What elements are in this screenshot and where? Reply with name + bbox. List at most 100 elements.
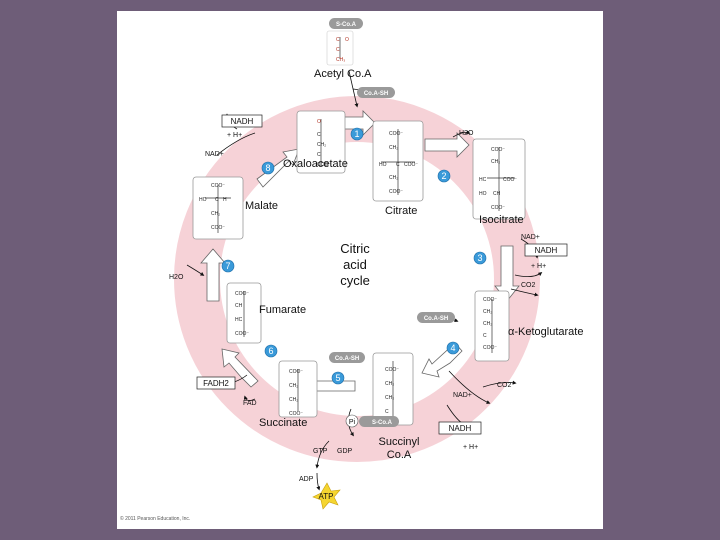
- cycle-arrow-8: [256, 148, 300, 188]
- pi-circle: [345, 414, 359, 428]
- fadh2-label: FADH2: [203, 379, 229, 388]
- svg-text:CH₂: CH₂: [389, 145, 398, 151]
- h-plus-3: + H+: [531, 263, 546, 270]
- coa-sh-label-1: Co.A-SH: [364, 91, 388, 97]
- fadh2-box: [196, 376, 236, 390]
- svg-text:C: C: [385, 409, 389, 415]
- citrate-label: Citrate: [385, 205, 417, 217]
- svg-text:COO⁻: COO⁻: [483, 345, 497, 351]
- svg-text:HC: HC: [235, 317, 243, 323]
- oxaloacetate-label: Oxaloacetate: [283, 158, 348, 170]
- step-3-label: 3: [477, 253, 482, 263]
- svg-text:CH₂: CH₂: [385, 381, 394, 387]
- svg-text:COO⁻: COO⁻: [289, 411, 303, 417]
- svg-text:O: O: [317, 119, 321, 125]
- svg-text:HO: HO: [379, 162, 387, 168]
- svg-text:COO⁻: COO⁻: [503, 177, 517, 183]
- svg-text:C: C: [336, 47, 340, 53]
- cycle-title-line1: Citric: [340, 241, 370, 256]
- svg-text:CH₂: CH₂: [317, 142, 326, 148]
- acetyl-coa-label: Acetyl Co.A: [314, 68, 372, 80]
- svg-text:CH: CH: [235, 303, 243, 309]
- svg-text:COO⁻: COO⁻: [211, 183, 225, 189]
- h-plus-8: + H+: [227, 132, 242, 139]
- copyright-notice: © 2011 Pearson Education, Inc.: [120, 516, 191, 522]
- coa-sh-pill-1: [357, 87, 395, 98]
- fad-label: FAD: [243, 400, 257, 407]
- h-plus-4: + H+: [463, 444, 478, 451]
- s-coa-label-top: S-Co.A: [336, 22, 357, 28]
- svg-text:C: C: [317, 152, 321, 158]
- svg-text:COO⁻: COO⁻: [483, 297, 497, 303]
- fumarate-label: Fumarate: [259, 304, 306, 316]
- svg-text:COO⁻: COO⁻: [289, 369, 303, 375]
- step-1-circle: [350, 127, 364, 141]
- pi-label: Pi: [349, 419, 356, 426]
- step-4-label: 4: [450, 343, 455, 353]
- citric-acid-cycle-diagram: C O C CH₃ O C CH₂ C COO⁻ COO⁻ CH₂ HO C C…: [169, 18, 583, 510]
- svg-text:CH₂: CH₂: [289, 397, 298, 403]
- atp-label: ATP: [319, 492, 334, 501]
- succinyl-coa-label-line1: Succinyl: [379, 436, 420, 448]
- nad-plus-4: NAD+: [453, 392, 472, 399]
- co2-4: CO2: [497, 382, 512, 389]
- cycle-title-line2: acid: [343, 257, 367, 272]
- step-5-circle: [331, 371, 345, 385]
- svg-text:CH₂: CH₂: [389, 175, 398, 181]
- gdp-label: GDP: [337, 448, 353, 455]
- isocitrate-label: Isocitrate: [479, 214, 524, 226]
- step-7-circle: [221, 259, 235, 273]
- svg-text:CH₂: CH₂: [483, 321, 492, 327]
- svg-text:COO⁻: COO⁻: [235, 331, 249, 337]
- svg-text:CH: CH: [493, 191, 501, 197]
- svg-text:C: C: [396, 162, 400, 168]
- step-8-label: 8: [265, 163, 270, 173]
- cycle-arrow-7: [200, 248, 226, 302]
- step-8-circle: [261, 161, 275, 175]
- malate-label: Malate: [245, 200, 278, 212]
- adp-label: ADP: [299, 476, 314, 483]
- step-7-label: 7: [225, 261, 230, 271]
- figure-panel: C O C CH₃ O C CH₂ C COO⁻ COO⁻ CH₂ HO C C…: [117, 11, 603, 529]
- nadh-label-4: NADH: [449, 424, 472, 433]
- svg-text:C: C: [317, 132, 321, 138]
- nadh-box-4: [438, 421, 482, 435]
- svg-text:HO: HO: [479, 191, 487, 197]
- succinyl-coa-label-line2: Co.A: [387, 449, 412, 461]
- nadh-label-3: NADH: [535, 246, 558, 255]
- gtp-label: GTP: [313, 448, 328, 455]
- step-5-label: 5: [335, 373, 340, 383]
- step-6-label: 6: [268, 346, 273, 356]
- svg-text:CH₂: CH₂: [491, 159, 500, 165]
- atp-starburst: [312, 482, 341, 510]
- svg-text:CH₂: CH₂: [483, 309, 492, 315]
- svg-text:COO⁻: COO⁻: [385, 367, 399, 373]
- coa-sh-pill-3: [329, 352, 365, 363]
- cofactor-arrows: [186, 70, 543, 491]
- nadh-label-8: NADH: [231, 117, 254, 126]
- step-6-circle: [264, 344, 278, 358]
- coa-sh-label-2: Co.A-SH: [424, 316, 448, 322]
- svg-text:CH₂: CH₂: [289, 383, 298, 389]
- structure-lines: [205, 37, 515, 417]
- step-2-circle: [437, 169, 451, 183]
- succinate-label: Succinate: [259, 417, 307, 429]
- co2-3: CO2: [521, 282, 536, 289]
- svg-text:CH₂: CH₂: [385, 395, 394, 401]
- svg-text:HO: HO: [199, 197, 207, 203]
- svg-text:COO⁻: COO⁻: [389, 131, 403, 137]
- svg-text:COO⁻: COO⁻: [211, 225, 225, 231]
- svg-text:CH₃: CH₃: [336, 57, 345, 63]
- nadh-box-3: [524, 243, 568, 257]
- cycle-arrow-3: [494, 245, 520, 302]
- h2o-2: H2O: [459, 130, 474, 137]
- cycle-title-line3: cycle: [340, 273, 370, 288]
- atom-labels: C O C CH₃ O C CH₂ C COO⁻ COO⁻ CH₂ HO C C…: [199, 37, 517, 417]
- alpha-ketoglutarate-label: α-Ketoglutarate: [508, 326, 583, 338]
- svg-text:COO⁻: COO⁻: [491, 205, 505, 211]
- svg-text:COO⁻: COO⁻: [491, 147, 505, 153]
- step-2-label: 2: [441, 171, 446, 181]
- svg-text:COO⁻: COO⁻: [389, 189, 403, 195]
- cycle-arrow-2: [424, 132, 470, 158]
- coa-sh-label-3: Co.A-SH: [335, 356, 359, 362]
